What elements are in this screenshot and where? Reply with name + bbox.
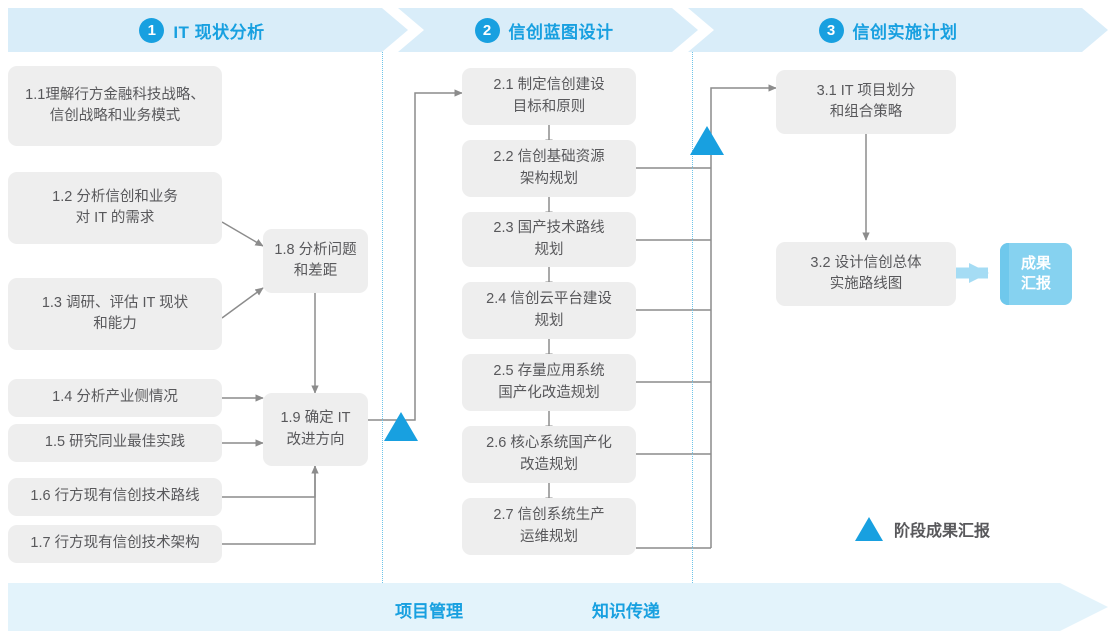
- bottom-label-project-management[interactable]: 项目管理: [395, 602, 463, 621]
- result-report-chip[interactable]: 成果 汇报: [1000, 243, 1072, 305]
- task-box-2-1[interactable]: 2.1 制定信创建设 目标和原则: [462, 68, 636, 125]
- column-divider-1: [382, 52, 383, 583]
- task-box-3-2[interactable]: 3.2 设计信创总体 实施路线图: [776, 242, 956, 306]
- task-box-1-8[interactable]: 1.8 分析问题 和差距: [263, 229, 368, 293]
- phase-label-1: IT 现状分析: [173, 22, 265, 42]
- task-box-2-4[interactable]: 2.4 信创云平台建设 规划: [462, 282, 636, 339]
- task-box-1-3[interactable]: 1.3 调研、评估 IT 现状 和能力: [8, 278, 222, 350]
- phase-header-3[interactable]: 3 信创实施计划: [688, 8, 1108, 52]
- task-box-1-7[interactable]: 1.7 行方现有信创技术架构: [8, 525, 222, 563]
- milestone-triangle-phase1: [384, 412, 418, 441]
- milestone-triangle-icon: [855, 517, 883, 541]
- phase-label-2: 信创蓝图设计: [508, 22, 614, 42]
- phase-header-1[interactable]: 1 IT 现状分析: [8, 8, 408, 52]
- task-box-1-4[interactable]: 1.4 分析产业侧情况: [8, 379, 222, 417]
- phase-number-3: 3: [819, 18, 844, 43]
- column-divider-2: [692, 52, 693, 583]
- legend: 阶段成果汇报: [855, 517, 990, 541]
- phase-label-3: 信创实施计划: [852, 22, 958, 42]
- milestone-triangle-phase2: [690, 126, 724, 155]
- task-box-3-1[interactable]: 3.1 IT 项目划分 和组合策略: [776, 70, 956, 134]
- task-box-2-7[interactable]: 2.7 信创系统生产 运维规划: [462, 498, 636, 555]
- task-box-1-1[interactable]: 1.1理解行方金融科技战略、 信创战略和业务模式: [8, 66, 222, 146]
- phase-header-2[interactable]: 2 信创蓝图设计: [398, 8, 698, 52]
- bottom-band: [8, 583, 1108, 631]
- task-box-1-2[interactable]: 1.2 分析信创和业务 对 IT 的需求: [8, 172, 222, 244]
- phase-number-1: 1: [139, 18, 164, 43]
- task-box-1-9[interactable]: 1.9 确定 IT 改进方向: [263, 393, 368, 466]
- phase-number-2: 2: [475, 18, 500, 43]
- task-box-1-5[interactable]: 1.5 研究同业最佳实践: [8, 424, 222, 462]
- task-box-1-6[interactable]: 1.6 行方现有信创技术路线: [8, 478, 222, 516]
- task-box-2-5[interactable]: 2.5 存量应用系统 国产化改造规划: [462, 354, 636, 411]
- legend-label: 阶段成果汇报: [894, 523, 991, 540]
- task-box-2-3[interactable]: 2.3 国产技术路线 规划: [462, 212, 636, 267]
- bottom-label-knowledge-transfer[interactable]: 知识传递: [592, 602, 660, 621]
- task-box-2-6[interactable]: 2.6 核心系统国产化 改造规划: [462, 426, 636, 483]
- task-box-2-2[interactable]: 2.2 信创基础资源 架构规划: [462, 140, 636, 197]
